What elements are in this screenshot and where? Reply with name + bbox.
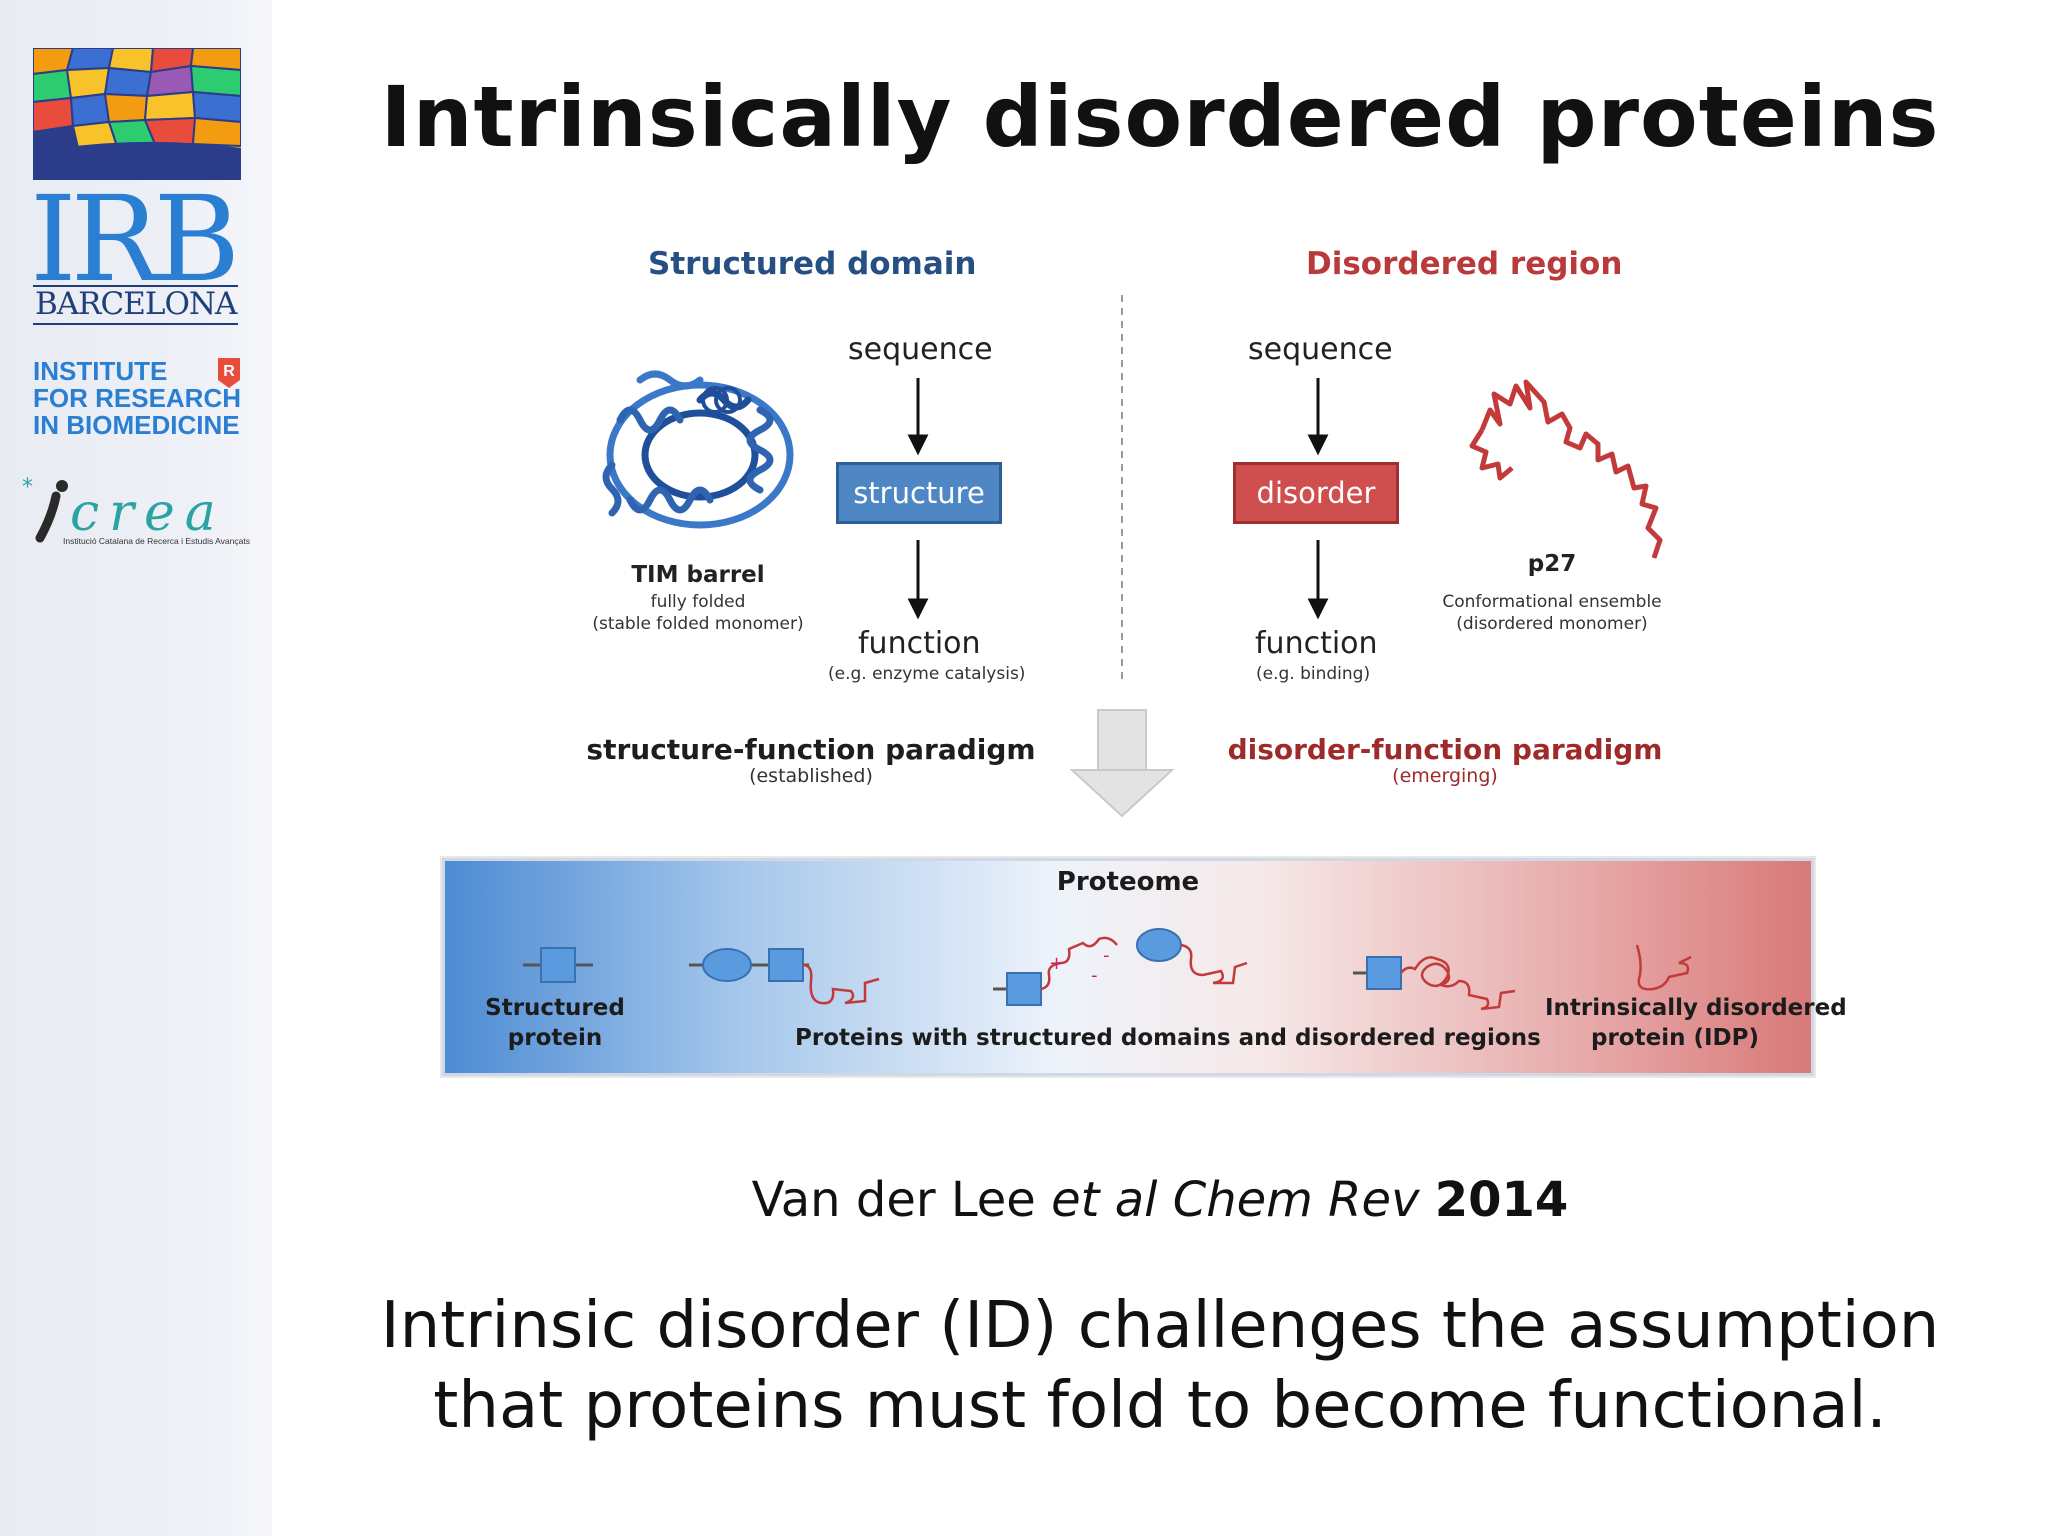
- arrow-structure-to-function: [907, 540, 929, 620]
- institute-line-2: FOR RESEARCH: [33, 383, 242, 413]
- arrow-disorder-to-function: [1307, 540, 1329, 620]
- slide-title: Intrinsically disordered proteins: [380, 68, 1940, 166]
- emerging-note: (emerging): [1392, 765, 1498, 787]
- charge-plus: +: [1049, 953, 1064, 974]
- proteome-schematics: + - -: [523, 928, 1692, 1011]
- disorder-box: disorder: [1233, 462, 1399, 524]
- arrow-seq-to-disorder: [1307, 378, 1329, 456]
- right-function-note: (e.g. binding): [1256, 664, 1371, 684]
- citation-journal: et al Chem Rev: [1051, 1172, 1420, 1228]
- mixed-protein-glyph-1: [689, 948, 880, 1005]
- tim-barrel-line2: (stable folded monomer): [592, 614, 804, 634]
- irb-logo-text: IRB: [30, 170, 240, 308]
- tim-barrel-title: TIM barrel: [631, 562, 765, 588]
- structure-function-paradigm: structure-function paradigm: [586, 733, 1036, 766]
- key-statement: Intrinsic disorder (ID) challenges the a…: [272, 1286, 2048, 1446]
- structure-box: structure: [836, 462, 1002, 524]
- p27-disordered-chain: [1469, 379, 1663, 559]
- structured-protein-glyph: [523, 947, 593, 983]
- idp-line2: protein (IDP): [1591, 1025, 1759, 1051]
- citation-authors: Van der Lee: [751, 1172, 1052, 1228]
- irb-mosaic-logo: [33, 48, 241, 180]
- citation-year: 2014: [1434, 1172, 1569, 1228]
- p27-title: p27: [1527, 551, 1577, 577]
- structured-protein-line2: protein: [507, 1025, 603, 1051]
- idp-line1: Intrinsically disordered: [1545, 995, 1847, 1021]
- statement-line-2: that proteins must fold to become functi…: [433, 1369, 1887, 1443]
- charge-minus-1: -: [1103, 945, 1110, 966]
- charge-minus-2: -: [1091, 965, 1098, 986]
- structured-domain-heading: Structured domain: [648, 246, 977, 282]
- established-note: (established): [749, 765, 873, 787]
- p27-line2: (disordered monomer): [1456, 614, 1648, 634]
- right-sequence-label: sequence: [1248, 332, 1393, 367]
- institute-line-3: IN BIOMEDICINE: [33, 410, 240, 440]
- statement-line-1: Intrinsic disorder (ID) challenges the a…: [380, 1289, 1940, 1363]
- icrea-logo: * crea: [22, 476, 226, 543]
- left-sequence-label: sequence: [848, 332, 993, 367]
- svg-text:*: *: [22, 476, 33, 500]
- disorder-function-paradigm: disorder-function paradigm: [1227, 733, 1663, 766]
- right-function-label: function: [1255, 626, 1378, 661]
- structured-protein-line1: Structured: [485, 995, 625, 1021]
- proteome-panel: Proteome + - - Structured protein: [442, 858, 1847, 1076]
- svg-text:crea: crea: [70, 483, 226, 543]
- arrow-seq-to-structure: [907, 378, 929, 456]
- proteome-title: Proteome: [1056, 867, 1200, 897]
- idp-glyph: [1635, 944, 1692, 991]
- citation: Van der Lee et al Chem Rev 2014: [272, 1172, 2048, 1228]
- svg-text:R: R: [223, 363, 235, 380]
- left-function-note: (e.g. enzyme catalysis): [828, 664, 1026, 684]
- left-function-label: function: [858, 626, 981, 661]
- tim-barrel-line1: fully folded: [650, 592, 746, 612]
- icrea-subtitle: Institució Catalana de Recerca i Estudis…: [63, 536, 250, 546]
- paradigm-shift-arrow: [1069, 709, 1175, 818]
- p27-line1: Conformational ensemble: [1442, 592, 1662, 612]
- tim-barrel-structure: [602, 370, 794, 529]
- mixed-proteins-label: Proteins with structured domains and dis…: [795, 1025, 1541, 1051]
- institute-line-1: INSTITUTE: [33, 356, 168, 386]
- barcelona-logo-text: BARCELONA: [33, 285, 239, 325]
- mixed-protein-glyph-2: [993, 928, 1248, 1006]
- disordered-region-heading: Disordered region: [1306, 246, 1623, 282]
- r-badge-icon: R: [218, 358, 240, 388]
- mixed-protein-glyph-3: [1353, 956, 1516, 1011]
- sidebar: IRB BARCELONA INSTITUTE FOR RESEARCH IN …: [0, 0, 272, 1536]
